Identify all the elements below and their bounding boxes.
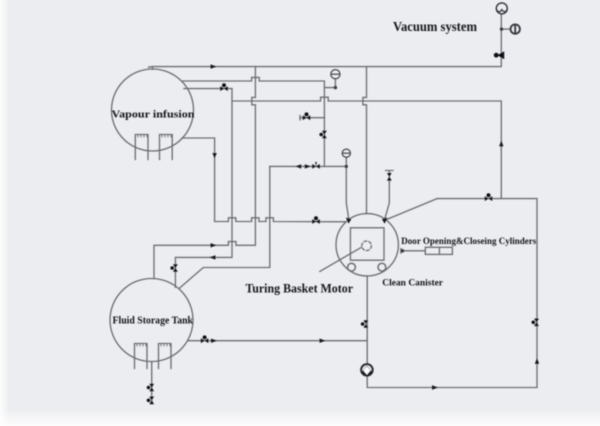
svg-text:Clean Canister: Clean Canister bbox=[382, 279, 443, 289]
svg-text:Vapour infusion: Vapour infusion bbox=[112, 109, 195, 121]
svg-text:Fluid Storage Tank: Fluid Storage Tank bbox=[113, 316, 194, 327]
svg-text:Turing Basket Motor: Turing Basket Motor bbox=[245, 281, 353, 296]
svg-text:Door Opening&Closeing Cylinder: Door Opening&Closeing Cylinders bbox=[401, 237, 536, 247]
svg-text:Vacuum system: Vacuum system bbox=[393, 19, 478, 34]
